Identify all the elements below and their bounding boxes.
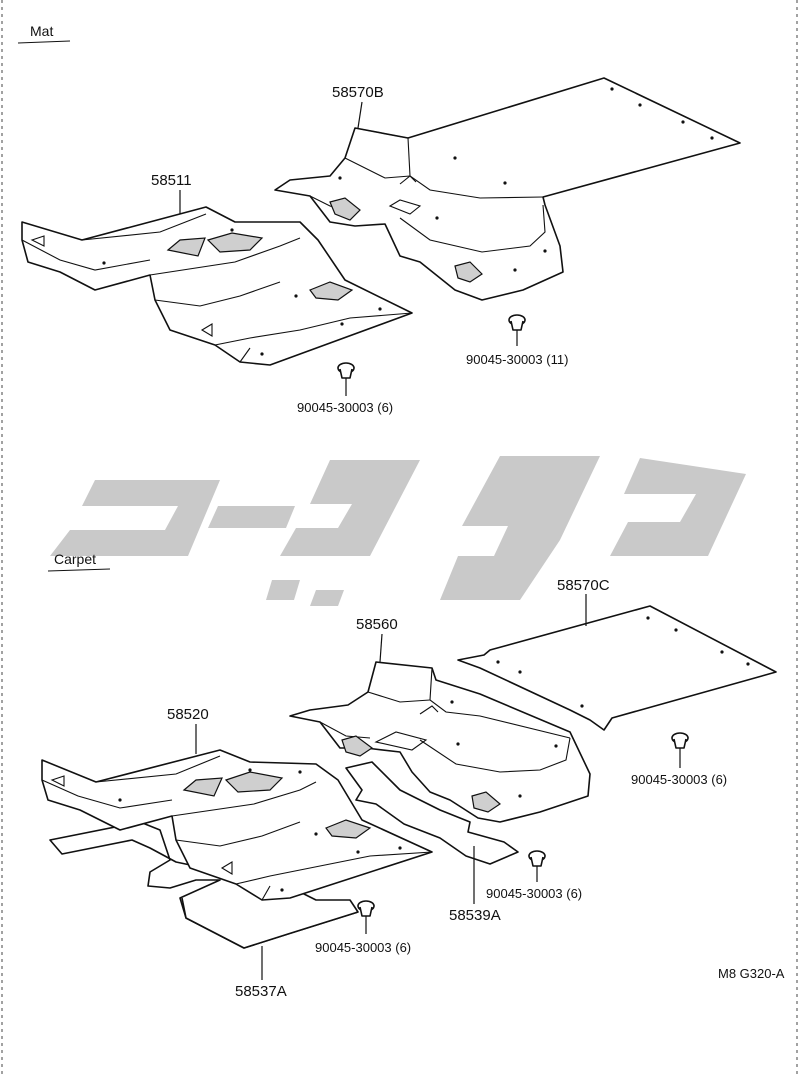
clip-icon-carpet-rear [671,732,689,768]
part-carpet-pad-front [49,821,359,949]
part-mat-rear [274,77,741,301]
label-58520: 58520 [167,706,209,723]
label-carpet-clip-front: 90045-30003 (6) [315,940,411,955]
clip-icon-carpet-front [357,900,375,934]
part-carpet-rear [457,605,777,731]
part-mat-front [21,206,413,366]
leader-58570B [357,101,363,129]
label-58539A: 58539A [449,907,501,924]
watermark-logo [50,456,746,606]
label-58570C: 58570C [557,577,610,594]
part-carpet-mid [289,661,591,823]
part-carpet-pad-mid [345,761,519,865]
label-58560: 58560 [356,616,398,633]
part-carpet-front [41,749,433,901]
section-title-mat: Mat [30,23,53,39]
section-underline-carpet [47,568,111,572]
clip-icon-mat-rear [508,314,526,346]
leader-58560 [379,633,383,663]
label-58511: 58511 [151,172,192,189]
clip-icon-carpet-mid [528,850,546,882]
section-underline-mat [17,40,71,44]
clip-icon-mat-front [337,362,355,396]
label-carpet-clip-mid: 90045-30003 (6) [486,886,582,901]
label-58570B: 58570B [332,84,384,101]
label-58537A: 58537A [235,983,287,1000]
label-mat-clip-rear: 90045-30003 (11) [466,352,568,367]
label-mat-clip-front: 90045-30003 (6) [297,400,393,415]
section-title-carpet: Carpet [54,551,96,567]
figure-code: M8 G320-A [718,966,785,981]
label-carpet-clip-rear: 90045-30003 (6) [631,772,727,787]
